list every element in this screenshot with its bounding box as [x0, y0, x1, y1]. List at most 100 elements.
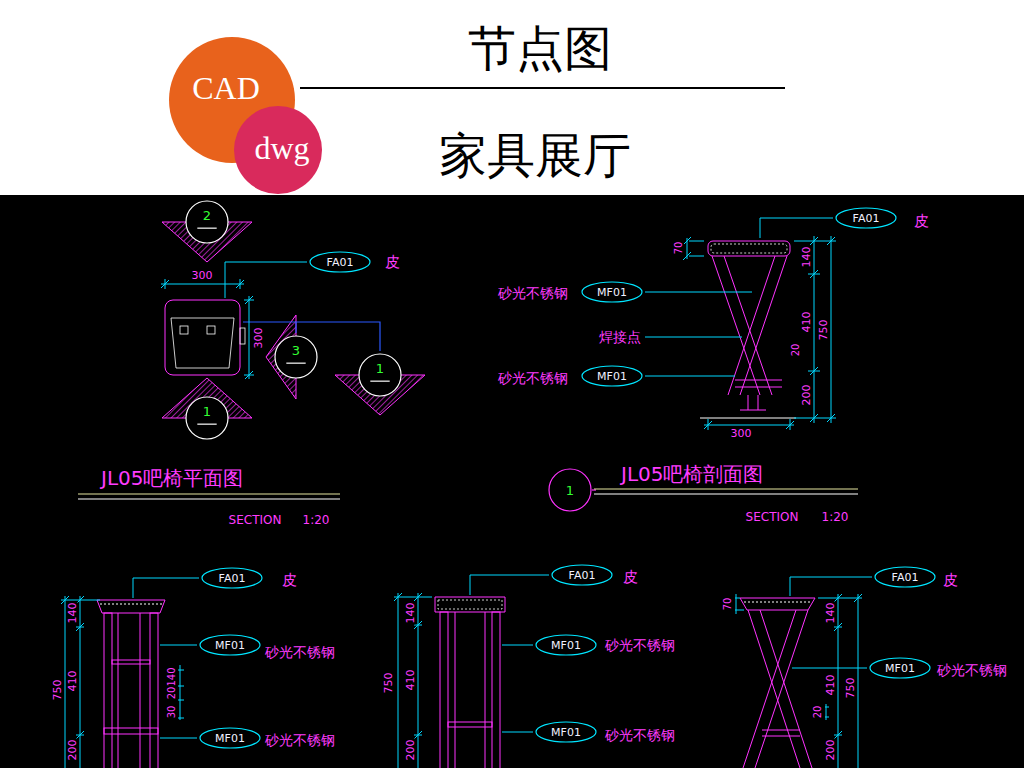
weld-note: 焊接点: [598, 330, 642, 344]
bar-stool-front-left: [150, 613, 158, 768]
dimension-line: [394, 593, 422, 739]
node-outline: [185, 396, 229, 440]
node-label-box: 1: [376, 362, 384, 375]
tag-ellipse: [552, 565, 612, 585]
node-text: MF01: [597, 287, 627, 298]
node-text: 3: [292, 344, 300, 357]
marker-circle: [275, 336, 317, 378]
dimension-value: 20: [791, 343, 801, 358]
node-label-box: 1: [203, 405, 211, 418]
marker-rule: [197, 424, 216, 425]
material-tag: FA01: [551, 564, 613, 586]
dimension-line: [794, 236, 836, 423]
node-outline: [185, 200, 229, 244]
marker-circle: [359, 354, 401, 396]
material-tag: MF01: [199, 634, 261, 656]
node-text: MF01: [215, 640, 245, 651]
dimension-value: 30: [167, 705, 177, 720]
scale-note: 1:20: [821, 511, 850, 523]
material-tag: MF01: [199, 727, 261, 749]
dimension-line: [735, 594, 744, 614]
bar-stool-section: [711, 244, 787, 253]
leader-line: [225, 262, 307, 298]
dimension-value: 750: [383, 672, 394, 695]
material-tag: MF01: [581, 281, 643, 303]
tag-ellipse: [200, 635, 260, 655]
drawing-ground: [0, 195, 1024, 768]
title-underline: [78, 489, 858, 499]
bar-stool-section: [728, 256, 787, 395]
node-label-box: CAD: [192, 72, 260, 104]
node-text: FA01: [327, 257, 354, 268]
bar-stool-section: [700, 418, 796, 419]
material-name: 砂光不锈钢: [497, 371, 569, 385]
bar-stool-side: [435, 597, 505, 768]
dimension-value: 410: [405, 669, 416, 692]
node-label-box: MF01: [885, 663, 915, 674]
bar-stool-front-left: [112, 660, 150, 664]
dimension-value: 300: [191, 270, 214, 281]
leader-line: [133, 578, 199, 738]
drawing-title: JL05吧椅平面图: [100, 468, 245, 488]
title-underline: [594, 488, 858, 489]
bar-stool-side: [438, 600, 502, 609]
node-label-box: FA01: [219, 573, 246, 584]
section-marker: 2: [185, 200, 229, 244]
dimension-value: 70: [723, 597, 733, 612]
bar-stool-section: [708, 241, 790, 256]
node-text: CAD: [192, 72, 260, 104]
bar-stool-plan: [180, 326, 188, 334]
bar-stool-section: [740, 395, 766, 410]
marker-rule: [197, 228, 216, 229]
node-label-box: MF01: [597, 371, 627, 382]
dimension-value: 300: [730, 428, 753, 439]
dimension-value: 20: [813, 705, 823, 720]
page-subtitle: 家具展厅: [439, 131, 631, 179]
dimension-value: 200: [801, 384, 812, 407]
leader-line: [790, 577, 872, 668]
title-underline: [78, 498, 340, 499]
node-text: 1: [203, 405, 211, 418]
material-name: 砂光不锈钢: [604, 638, 676, 652]
dimension-value: 300: [253, 327, 264, 350]
material-name: 砂光不锈钢: [264, 645, 336, 659]
bar-stool-front-left: [104, 728, 158, 734]
bar-stool-front-right: [744, 602, 811, 603]
bar-stool-front-left: [97, 600, 165, 768]
node-label-box: MF01: [215, 640, 245, 651]
material-name: 皮: [622, 570, 639, 585]
scale-note: 1:20: [302, 514, 331, 526]
node-text: FA01: [853, 213, 880, 224]
section-marker-arrow: [162, 222, 425, 418]
bar-stool-front-left: [118, 613, 140, 768]
dimension-value: 750: [845, 677, 856, 700]
dimension-line: [810, 237, 835, 422]
bar-stool-front-right: [740, 598, 815, 610]
material-name: 皮: [281, 573, 298, 588]
material-tag: MF01: [869, 657, 931, 679]
dimension-value: 750: [818, 319, 829, 342]
marker-circle: [234, 106, 322, 194]
header-band: [0, 0, 1024, 195]
bar-stool-front-left: [97, 600, 165, 613]
dimension-line: [834, 594, 862, 739]
leader-line: [760, 218, 833, 238]
node-text: FA01: [569, 570, 596, 581]
material-name: 皮: [384, 255, 401, 270]
node-text: 1: [376, 362, 384, 375]
node-text: 1: [566, 484, 574, 497]
bar-stool-plan: [165, 300, 240, 375]
bar-stool-front-right: [748, 610, 812, 768]
node-label-box: MF01: [597, 287, 627, 298]
node-text: FA01: [219, 573, 246, 584]
material-name: 砂光不锈钢: [604, 728, 676, 742]
material-tag: MF01: [535, 634, 597, 656]
bar-stool-side: [440, 612, 448, 768]
bar-stool-front-right: [743, 610, 808, 768]
node-text: MF01: [597, 371, 627, 382]
dimension-value: 140: [825, 602, 836, 625]
node-label-box: MF01: [215, 733, 245, 744]
dimension-value: 140: [801, 246, 812, 269]
tag-ellipse: [536, 722, 596, 742]
tag-ellipse: [582, 282, 642, 302]
